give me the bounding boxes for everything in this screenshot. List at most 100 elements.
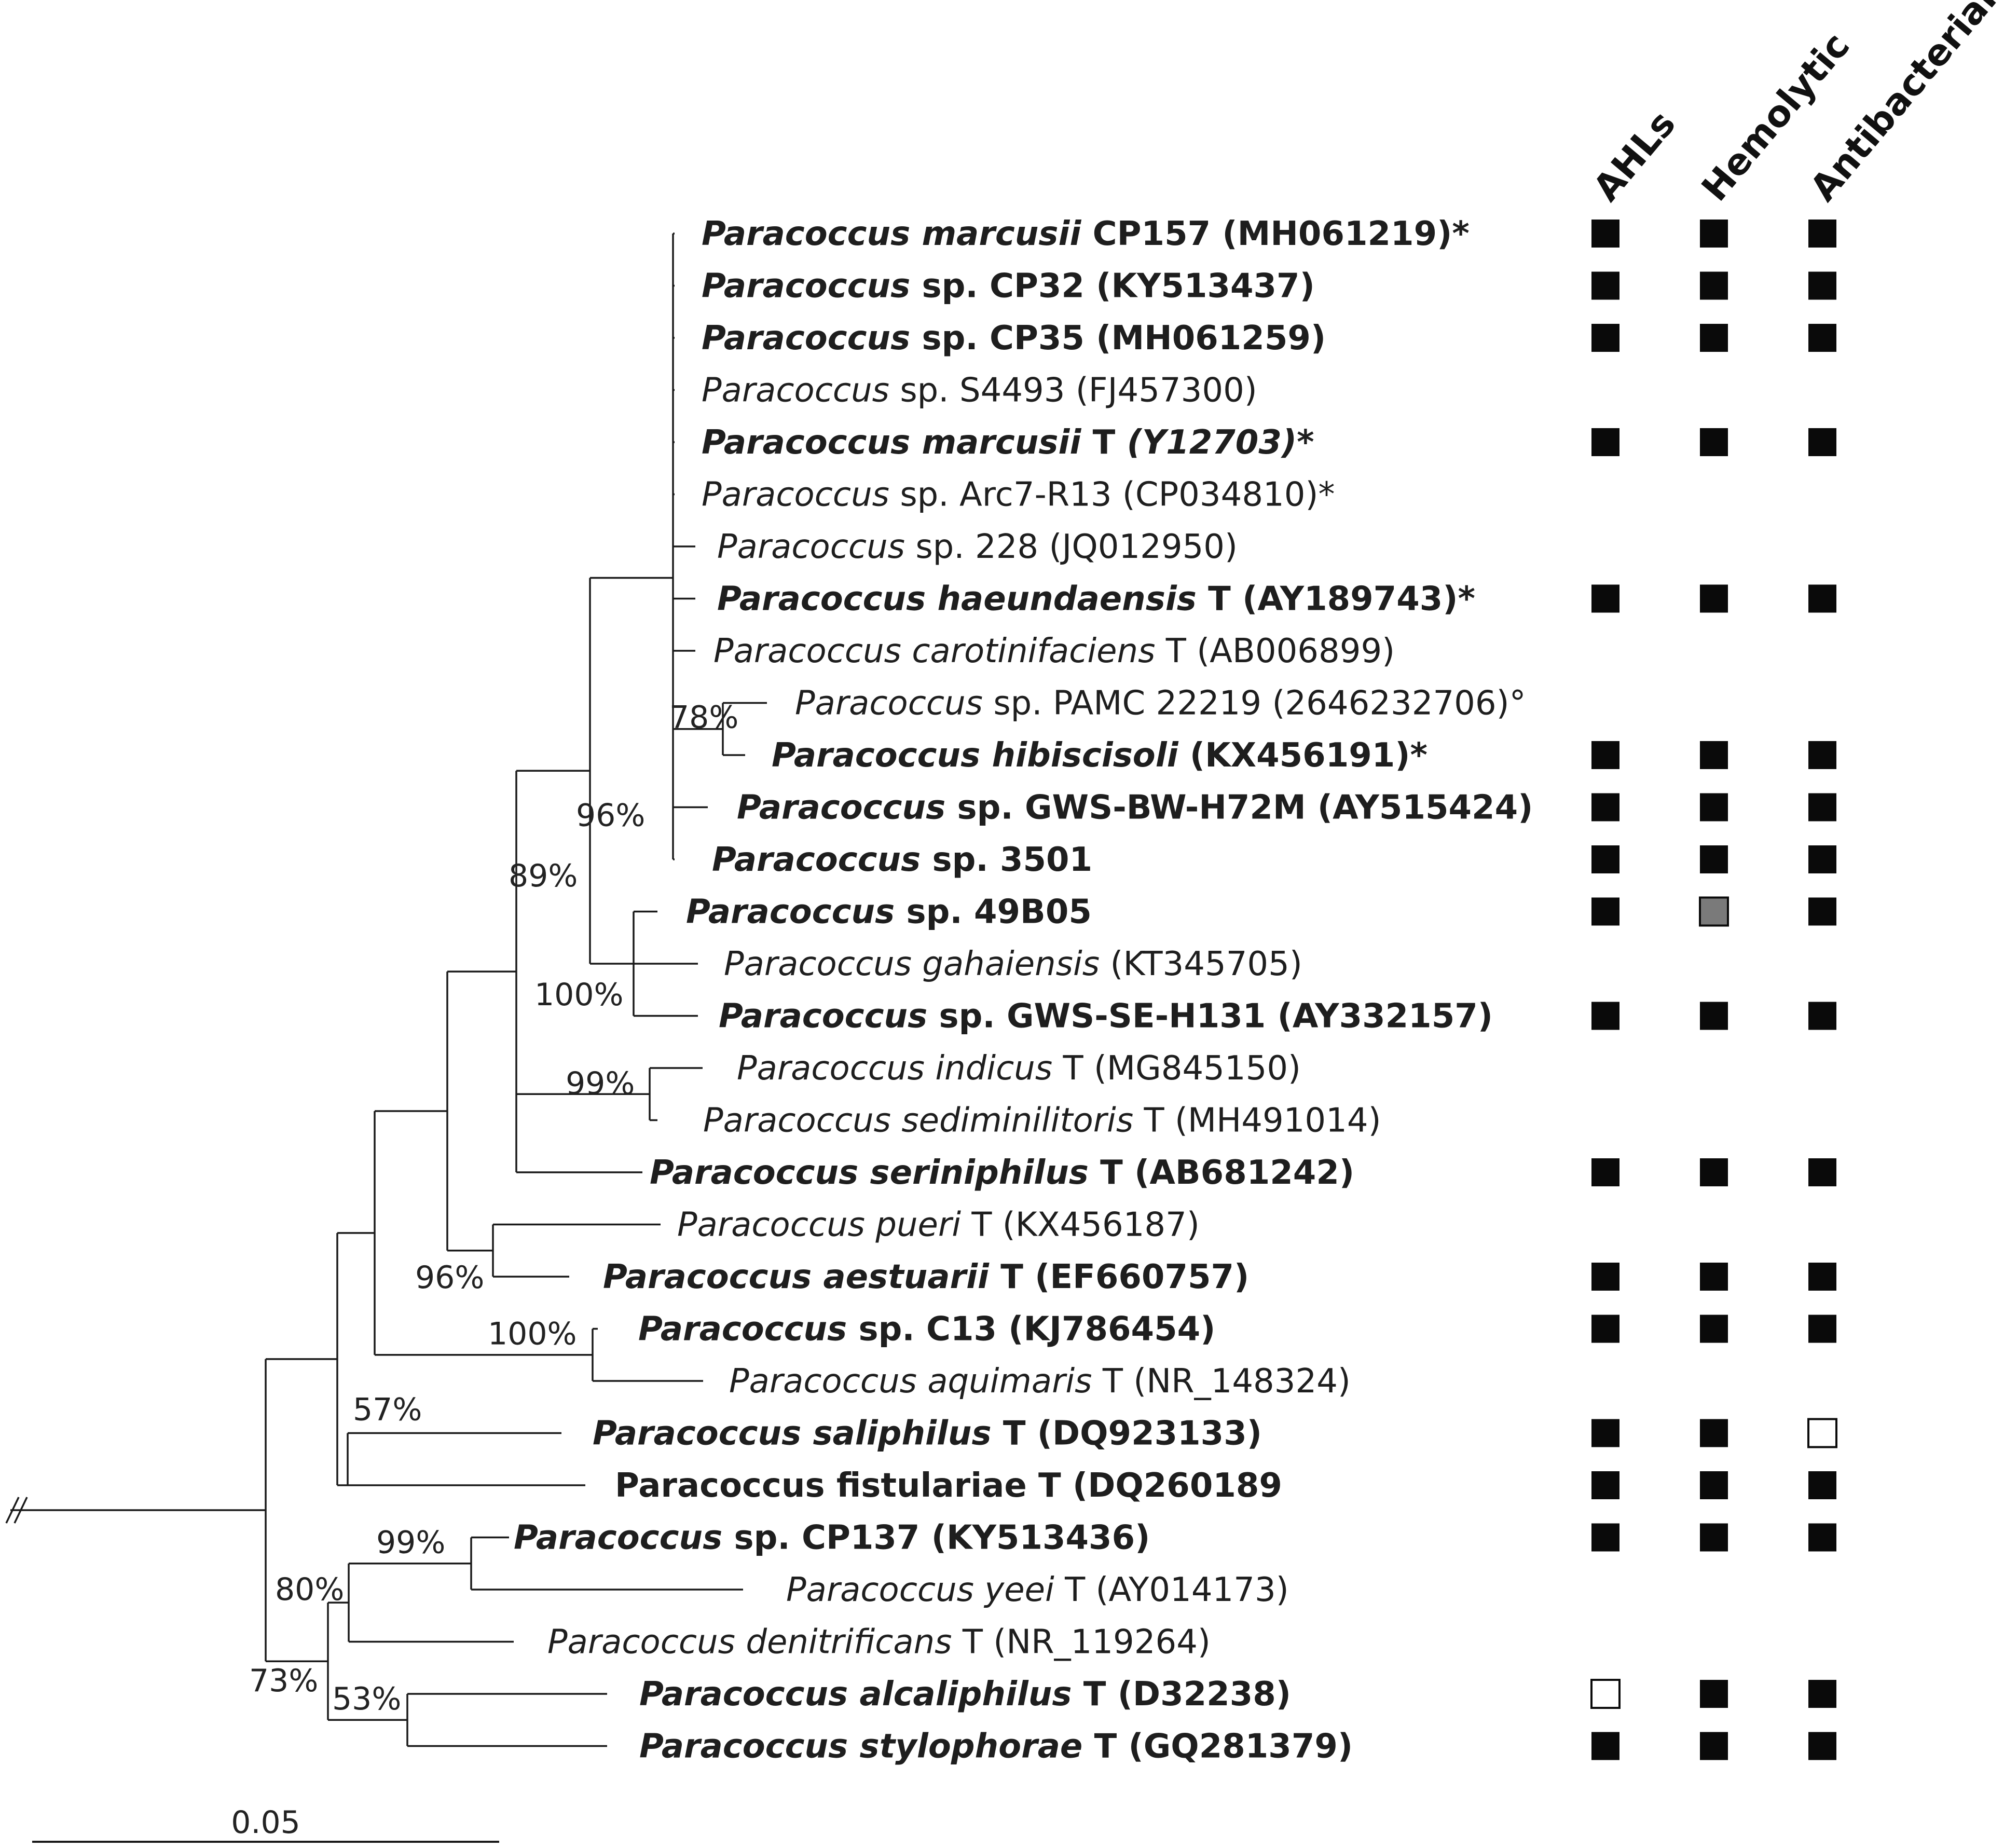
taxon-strain-accession: T (AB681242) xyxy=(1089,1154,1354,1192)
branch-segment xyxy=(5,1497,20,1524)
trait-matrix xyxy=(1590,220,1837,1760)
taxon-label: Paracoccus sp. GWS-BW-H72M (AY515424) xyxy=(737,789,1533,827)
taxon-label: Paracoccus haeundaensis T (AY189743)* xyxy=(717,580,1475,619)
bootstrap-support: 99% xyxy=(376,1525,445,1561)
taxon-label: Paracoccus sp. PAMC 22219 (2646232706)° xyxy=(795,685,1526,723)
taxon-label: Paracoccus indicus T (MG845150) xyxy=(737,1049,1301,1088)
taxon-strain-accession: T (AY014173) xyxy=(1054,1571,1289,1609)
bootstrap-support: 100% xyxy=(488,1316,577,1352)
taxon-genus-species: Paracoccus seriniphilus xyxy=(650,1154,1089,1192)
taxon-label: Paracoccus sp. CP137 (KY513436) xyxy=(514,1519,1150,1557)
bootstrap-support: 99% xyxy=(566,1065,635,1102)
taxon-strain-accession: sp. C13 (KJ786454) xyxy=(847,1310,1215,1349)
trait-present-square xyxy=(1700,1732,1728,1760)
tree-branches xyxy=(5,232,767,1747)
taxon-genus-species: Paracoccus denitrificans xyxy=(547,1623,952,1662)
scale-bar-label: 0.05 xyxy=(231,1804,300,1841)
taxon-strain-accession: T (GQ281379) xyxy=(1082,1728,1353,1766)
bootstrap-support: 57% xyxy=(353,1392,422,1428)
taxon-genus-species: Paracoccus pueri xyxy=(677,1206,961,1244)
trait-present-square xyxy=(1808,741,1836,769)
taxon-strain-accession: sp. CP137 (KY513436) xyxy=(722,1519,1150,1557)
taxon-genus-species: Paracoccus aestuarii xyxy=(603,1258,990,1296)
bootstrap-support: 100% xyxy=(534,977,624,1013)
taxon-strain-accession: T (MH491014) xyxy=(1133,1102,1381,1140)
taxon-genus-species: Paracoccus hibiscisoli xyxy=(772,736,1179,775)
taxon-label: Paracoccus marcusii CP157 (MH061219)* xyxy=(702,215,1470,253)
trait-present-square xyxy=(1591,324,1619,352)
trait-present-square xyxy=(1591,1158,1619,1186)
trait-present-square xyxy=(1700,584,1728,613)
taxon-label: Paracoccus yeei T (AY014173) xyxy=(786,1571,1289,1609)
taxon-strain-accession: sp. CP35 (MH061259) xyxy=(910,319,1326,358)
trait-present-square xyxy=(1591,741,1619,769)
taxon-genus-species: Paracoccus yeei xyxy=(786,1571,1054,1609)
taxon-label: Paracoccus pueri T (KX456187) xyxy=(677,1206,1200,1244)
taxon-genus-species: Paracoccus xyxy=(686,893,895,932)
scale-bar: 0.05 xyxy=(32,1804,499,1843)
trait-present-square xyxy=(1591,793,1619,822)
taxon-label: Paracoccus alcaliphilus T (D32238) xyxy=(639,1675,1291,1714)
trait-present-square xyxy=(1591,1732,1619,1760)
trait-present-square xyxy=(1808,1732,1836,1760)
trait-present-square xyxy=(1808,1158,1836,1186)
taxon-label: Paracoccus hibiscisoli (KX456191)* xyxy=(772,736,1427,775)
taxon-strain-accession: T (AB006899) xyxy=(1155,632,1395,670)
trait-present-square xyxy=(1591,1315,1619,1343)
taxon-label: Paracoccus sp. 3501 xyxy=(712,841,1092,879)
trait-present-square xyxy=(1591,584,1619,613)
taxon-strain-accession: sp. Arc7-R13 (CP034810)* xyxy=(889,476,1335,514)
taxon-strain-accession: T (DQ923133) xyxy=(992,1415,1262,1453)
trait-present-square xyxy=(1700,793,1728,822)
trait-present-square xyxy=(1591,1523,1619,1552)
trait-present-square xyxy=(1700,1419,1728,1447)
taxon-label: Paracoccus marcusii T (Y12703)* xyxy=(702,423,1314,462)
trait-present-square xyxy=(1808,793,1836,822)
trait-present-square xyxy=(1808,1680,1836,1708)
taxon-genus-species: Paracoccus saliphilus xyxy=(593,1415,992,1453)
trait-weak-square xyxy=(1699,896,1729,927)
trait-present-square xyxy=(1591,1419,1619,1447)
trait-present-square xyxy=(1808,897,1836,926)
trait-present-square xyxy=(1700,1002,1728,1030)
taxon-genus-species: Paracoccus xyxy=(795,685,983,723)
taxon-genus-species: Paracoccus indicus xyxy=(737,1049,1052,1088)
taxon-strain-accession: T xyxy=(1081,423,1127,462)
bootstrap-support: 96% xyxy=(415,1260,484,1296)
taxon-strain-accession: sp. GWS-BW-H72M (AY515424) xyxy=(945,789,1533,827)
trait-present-square xyxy=(1700,1471,1728,1499)
trait-present-square xyxy=(1808,845,1836,873)
taxon-label: Paracoccus sp. 228 (JQ012950) xyxy=(717,528,1238,566)
taxon-genus-species: Paracoccus aquimaris xyxy=(729,1362,1092,1401)
taxon-label: Paracoccus fistulariae T (DQ260189 xyxy=(615,1467,1282,1505)
taxon-label: Paracoccus sp. 49B05 xyxy=(686,893,1092,932)
taxon-genus-species: Paracoccus xyxy=(717,528,905,566)
taxon-accession-italic: (Y12703)* xyxy=(1127,423,1314,462)
taxon-genus-species: Paracoccus xyxy=(638,1310,847,1349)
taxon-strain-accession: T (AY189743)* xyxy=(1197,580,1475,619)
trait-present-square xyxy=(1808,324,1836,352)
trait-present-square xyxy=(1591,428,1619,456)
trait-present-square xyxy=(1700,845,1728,873)
taxon-strain-accession: sp. PAMC 22219 (2646232706)° xyxy=(983,685,1526,723)
trait-present-square xyxy=(1808,584,1836,613)
trait-present-square xyxy=(1808,220,1836,248)
taxon-strain-accession: (KX456191)* xyxy=(1178,736,1427,775)
taxon-label: Paracoccus seriniphilus T (AB681242) xyxy=(650,1154,1354,1192)
taxon-label: Paracoccus sp. CP32 (KY513437) xyxy=(702,267,1315,306)
trait-present-square xyxy=(1808,1315,1836,1343)
bootstrap-support: 80% xyxy=(275,1571,344,1608)
trait-present-square xyxy=(1700,1523,1728,1552)
taxon-strain-accession: CP157 (MH061219)* xyxy=(1081,215,1469,253)
bootstrap-support-labels: 78%96%89%100%99%96%100%57%99%80%73%53% xyxy=(249,700,738,1718)
trait-absent-square xyxy=(1590,1679,1621,1709)
trait-present-square xyxy=(1808,271,1836,300)
trait-present-square xyxy=(1700,428,1728,456)
taxon-strain-accession: sp. 228 (JQ012950) xyxy=(905,528,1238,566)
taxon-label: Paracoccus aestuarii T (EF660757) xyxy=(603,1258,1249,1296)
trait-absent-square xyxy=(1807,1418,1837,1448)
taxon-genus-species: Paracoccus xyxy=(719,997,927,1036)
bootstrap-support: 53% xyxy=(332,1681,401,1717)
trait-present-square xyxy=(1591,897,1619,926)
taxon-genus-species: Paracoccus xyxy=(702,319,910,358)
